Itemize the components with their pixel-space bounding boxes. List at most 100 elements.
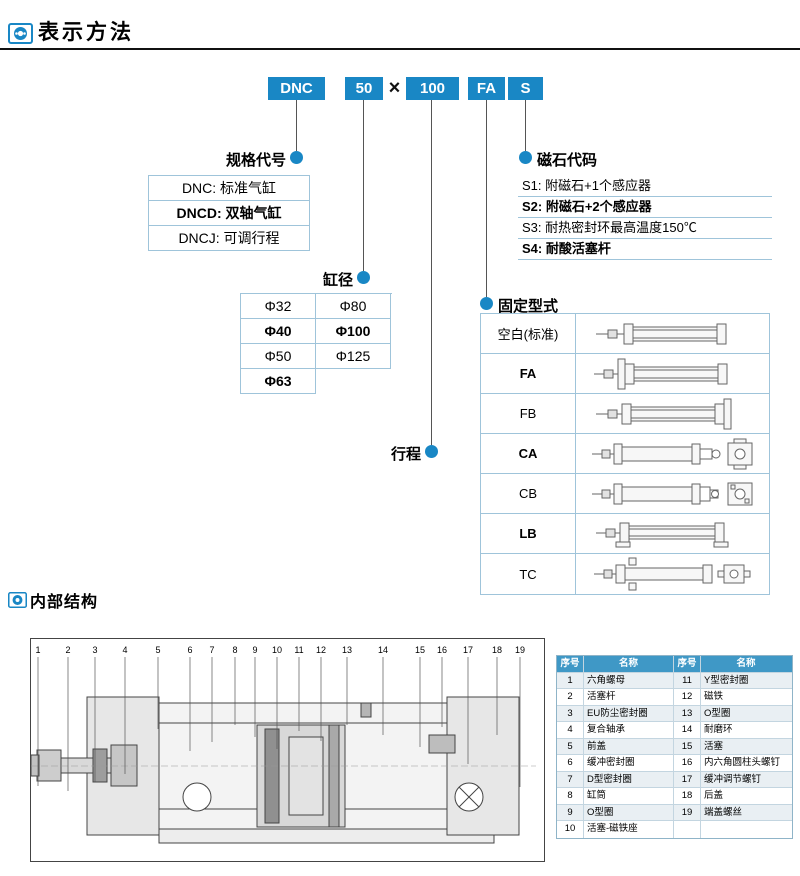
parts-row: 6 缓冲密封圈 16 内六角圆柱头螺钉: [557, 755, 792, 772]
bore-cell: Φ80: [316, 294, 391, 319]
parts-cell: 7: [557, 771, 584, 787]
parts-cell: 复合轴承: [584, 722, 674, 738]
connector-dot: [425, 445, 438, 458]
parts-cell: 11: [674, 672, 701, 688]
mount-label: 空白(标准): [481, 314, 576, 353]
callout-number: 10: [272, 645, 282, 655]
model-magnet-box: S: [508, 77, 543, 100]
parts-cell: 1: [557, 672, 584, 688]
callout-number: 9: [252, 645, 257, 655]
parts-header-cell: 序号: [557, 656, 584, 672]
header-rule: [0, 48, 800, 50]
parts-cell: 缓冲密封圈: [584, 755, 674, 771]
connector-dot: [357, 271, 370, 284]
parts-header-cell: 名称: [584, 656, 674, 672]
parts-cell: 14: [674, 722, 701, 738]
mount-label: CA: [481, 434, 576, 473]
bore-cell-empty: [316, 369, 391, 394]
magnet-section-label: 磁石代码: [537, 152, 598, 169]
parts-cell: 15: [674, 738, 701, 754]
spec-table: DNC: 标准气缸 DNCD: 双轴气缸 DNCJ: 可调行程: [148, 175, 310, 251]
parts-cell: 3: [557, 705, 584, 721]
bore-section-label: 缸径: [322, 272, 353, 289]
mount-row: CB: [481, 474, 769, 514]
parts-row: 8 缸筒 18 后盖: [557, 788, 792, 805]
parts-cell: 19: [674, 804, 701, 820]
connector-line: [296, 100, 297, 151]
callout-number: 16: [437, 645, 447, 655]
parts-cell: 内六角圆柱头螺钉: [704, 757, 781, 768]
callout-number: 6: [187, 645, 192, 655]
parts-cell: 活塞: [704, 740, 724, 752]
parts-cell: [701, 821, 791, 838]
parts-cell: 耐磨环: [704, 724, 733, 735]
mount-label: FB: [481, 394, 576, 433]
parts-cell: 17: [674, 771, 701, 787]
parts-cell: 缸筒: [584, 788, 674, 804]
parts-cell: 6: [557, 755, 584, 771]
parts-cell: 六角螺母: [584, 672, 674, 688]
parts-cell: 活塞杆: [584, 689, 674, 705]
parts-cell: O型圈: [704, 707, 731, 719]
parts-cell: EU防尘密封圈: [584, 705, 674, 721]
parts-row: 4 复合轴承 14 耐磨环: [557, 722, 792, 739]
parts-header-row: 序号 名称 序号 名称: [557, 656, 792, 673]
connector-dot: [290, 151, 303, 164]
model-series-box: DNC: [268, 77, 325, 100]
internal-structure-drawing: 1 2 3 4 5 6 7 8 9 10 11 12 13 14 15 16 1…: [30, 638, 545, 862]
mount-diagram-fa: [576, 354, 769, 393]
bore-cell: Φ63: [241, 369, 316, 394]
connector-line: [431, 100, 432, 445]
mount-diagram-tc: [576, 554, 769, 594]
times-symbol: ×: [388, 76, 401, 99]
mount-diagram-ca: [576, 434, 769, 473]
mount-section-label: 固定型式: [498, 298, 559, 315]
parts-cell: D型密封圈: [584, 771, 674, 787]
callout-number: 7: [209, 645, 214, 655]
callout-number: 2: [65, 645, 70, 655]
parts-cell: O型圈: [584, 804, 674, 820]
spec-row: DNC: 标准气缸: [149, 176, 309, 201]
mount-row: 空白(标准): [481, 314, 769, 354]
page-title: 表示方法: [38, 20, 134, 44]
mount-row: CA: [481, 434, 769, 474]
brand-icon-small: [8, 592, 27, 608]
parts-row: 2 活塞杆 12 磁铁: [557, 689, 792, 706]
parts-cell: Y型密封圈: [704, 674, 749, 686]
callout-number: 17: [463, 645, 473, 655]
mount-row: TC: [481, 554, 769, 594]
parts-cell: 18: [674, 788, 701, 804]
model-mount-box: FA: [468, 77, 505, 100]
parts-cell: 端盖螺丝: [704, 806, 743, 818]
magnet-row: S3: 耐热密封环最高温度150℃: [518, 218, 772, 239]
callout-number: 3: [92, 645, 97, 655]
mount-diagram-fb: [576, 394, 769, 433]
mount-diagram-standard: [576, 314, 769, 353]
connector-line: [525, 100, 526, 151]
mount-diagram-cb: [576, 474, 769, 513]
parts-row: 10 活塞-磁铁座: [557, 821, 792, 838]
parts-cell: 磁铁: [704, 691, 724, 702]
bore-cell: Φ100: [316, 319, 391, 344]
parts-cell: 16: [674, 755, 701, 771]
mount-label: FA: [481, 354, 576, 393]
parts-cell: 活塞-磁铁座: [584, 821, 674, 838]
mount-label: CB: [481, 474, 576, 513]
callout-number: 11: [294, 645, 303, 655]
magnet-row: S2: 附磁石+2个感应器: [518, 197, 772, 218]
mount-row: FA: [481, 354, 769, 394]
mount-label: LB: [481, 514, 576, 553]
parts-header-cell: 名称: [736, 658, 756, 669]
parts-cell: 缓冲调节螺钉: [704, 773, 762, 785]
bore-cell: Φ40: [241, 319, 316, 344]
parts-cell: 13: [674, 705, 701, 721]
internal-structure-title: 内部结构: [30, 594, 99, 611]
parts-cell: 5: [557, 738, 584, 754]
connector-dot: [519, 151, 532, 164]
callout-number: 8: [232, 645, 237, 655]
connector-line: [363, 100, 364, 271]
bore-cell: Φ50: [241, 344, 316, 369]
stroke-section-label: 行程: [390, 446, 421, 463]
magnet-row: S4: 耐酸活塞杆: [518, 239, 772, 260]
